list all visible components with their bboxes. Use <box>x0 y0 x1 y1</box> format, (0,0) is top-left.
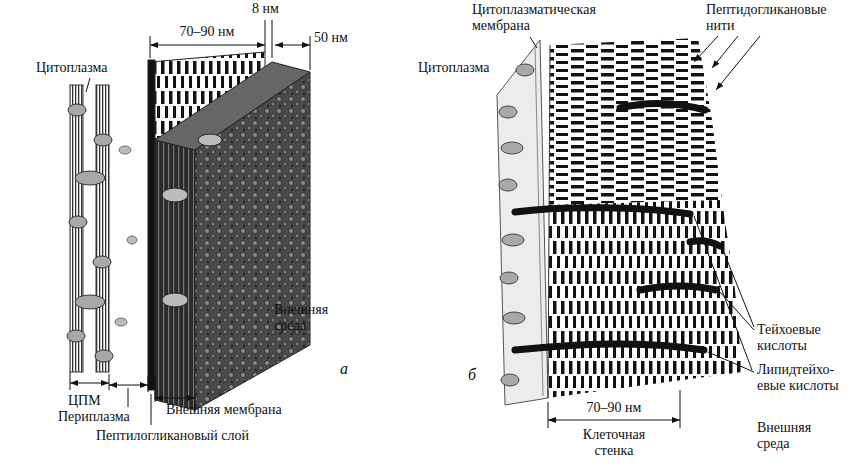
dimension-label: 70–90 нм <box>167 24 247 40</box>
periplasm-protein <box>115 318 127 326</box>
membrane-protein <box>93 256 111 268</box>
membrane-protein <box>94 134 112 146</box>
porin-protein <box>162 134 222 307</box>
leader-line <box>708 352 754 372</box>
membrane-protein <box>95 350 113 362</box>
dimension-line <box>548 420 680 421</box>
membrane-protein <box>68 104 86 116</box>
leader-line <box>178 398 179 399</box>
structure-label: Липидтейхо- евые кислоты <box>757 362 843 394</box>
dimension-label: 50 нм <box>314 30 348 46</box>
leader-line <box>530 36 760 372</box>
outer-membrane <box>155 62 310 410</box>
structure-label: Тейхоевые кислоты <box>757 322 839 354</box>
dimension-line <box>680 390 681 428</box>
membrane-protein <box>67 330 85 342</box>
dimension-line <box>548 390 680 428</box>
dimension-line <box>272 20 273 58</box>
cell-wall <box>548 200 742 398</box>
cytoplasmic-membrane <box>96 85 109 372</box>
dimension-line <box>310 36 311 70</box>
porin-protein <box>162 293 188 307</box>
membrane-protein <box>500 272 518 284</box>
dimension-line <box>109 385 148 386</box>
membrane-protein <box>516 64 534 76</box>
dimension-line <box>148 376 149 392</box>
layer-label: ЦПМ <box>68 393 101 409</box>
membrane-protein <box>501 142 523 154</box>
dimension-line <box>548 402 549 428</box>
layer-label: Периплазма <box>58 409 130 425</box>
peptidoglycan-layer <box>148 60 155 390</box>
membrane-protein <box>75 295 105 309</box>
region-label: Цитоплазма <box>418 60 490 76</box>
dimension-line <box>150 45 265 46</box>
cell-wall <box>549 38 722 205</box>
dimension-line <box>150 36 151 58</box>
lipoteichoic-acid <box>515 208 690 214</box>
cytoplasmic-membrane <box>535 46 543 396</box>
membrane-protein <box>69 216 87 228</box>
layer-label: Пептилогликановый слой <box>96 428 249 444</box>
leader-line <box>530 37 537 48</box>
teichoic-acid <box>640 286 716 290</box>
layer-label: Внешняя мембрана <box>166 402 282 418</box>
structure-label: Цитоплазматическая мембрана <box>472 2 622 34</box>
leader-line <box>694 36 718 62</box>
membrane-protein <box>67 104 113 362</box>
panel-letter: а <box>340 360 348 378</box>
region-label: Внешняя среда <box>757 420 843 452</box>
outer-membrane <box>195 72 310 410</box>
dimension-label: 8 нм <box>252 1 279 17</box>
dimension-line <box>70 383 109 384</box>
dimension-label: Клеточная стенка <box>574 427 654 459</box>
dimension-line <box>275 45 310 46</box>
teichoic-acid <box>620 103 720 290</box>
teichoic-acid <box>620 103 705 110</box>
leader-line <box>151 394 152 425</box>
membrane-protein <box>502 234 524 246</box>
leader-line <box>694 216 752 370</box>
region-label: Цитоплазма <box>36 60 108 76</box>
membrane-protein <box>503 312 525 324</box>
lipoteichoic-acid <box>515 344 704 350</box>
dimension-line <box>70 20 310 412</box>
membrane-protein <box>75 171 105 185</box>
membrane-protein <box>501 374 519 386</box>
lipoteichoic-acid <box>515 208 704 350</box>
cytoplasmic-membrane <box>70 85 83 372</box>
leader-line <box>723 250 754 327</box>
outer-membrane <box>155 140 195 410</box>
dimension-line <box>155 398 195 399</box>
membrane-protein <box>499 64 534 386</box>
porin-protein <box>198 134 222 146</box>
cytoplasmic-membrane <box>70 85 109 372</box>
periplasm-protein <box>119 146 131 154</box>
leader-line <box>716 36 760 90</box>
leader-line <box>128 388 129 407</box>
region-label: Внешняя среда <box>274 302 360 334</box>
dimension-line <box>109 374 110 390</box>
dimension-line <box>265 20 266 52</box>
leader-line <box>86 78 178 425</box>
membrane-protein <box>499 179 517 191</box>
panel-letter: б <box>468 366 476 384</box>
dimension-line <box>70 372 71 390</box>
dimension-label: 70–90 нм <box>574 400 654 416</box>
porin-protein <box>162 188 188 202</box>
leader-line <box>712 36 738 68</box>
structure-label: Пептидогликановые нити <box>706 2 842 34</box>
leader-line <box>86 78 90 92</box>
periplasm-protein <box>127 236 137 244</box>
membrane-protein <box>499 106 517 118</box>
